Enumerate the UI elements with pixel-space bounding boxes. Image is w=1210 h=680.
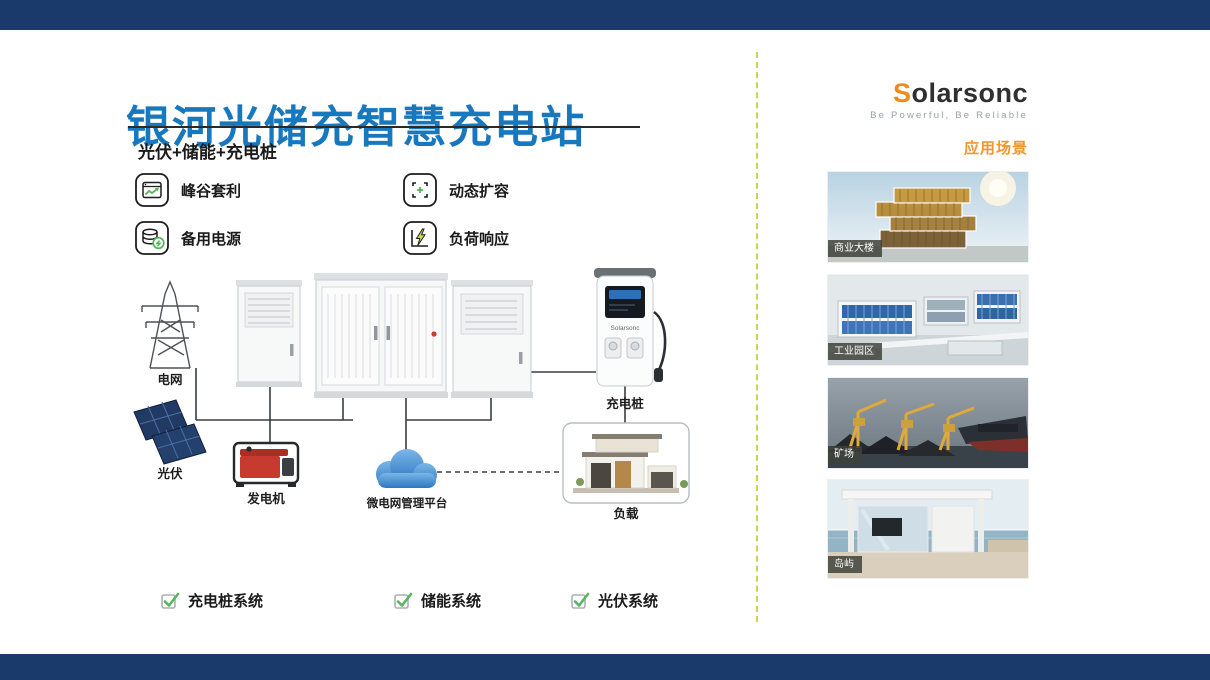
scenario-label-chip: 商业大楼	[828, 240, 882, 257]
scenarios-section-label: 应用场景	[963, 140, 1028, 157]
feature-dynamic-expansion: 动态扩容	[402, 172, 662, 208]
bottom-border-bar	[0, 654, 1210, 680]
dashed-divider	[756, 52, 758, 622]
storage-cabinet-small-right	[451, 280, 533, 398]
feature-load-response: 负荷响应	[402, 220, 662, 256]
load-label: 负载	[613, 506, 639, 521]
legend-storage-system: 储能系统	[393, 590, 481, 611]
power-grid-tower-illustration	[141, 280, 199, 369]
feature-peak-valley: 峰谷套利	[134, 172, 402, 208]
logo-first-letter: S	[892, 78, 912, 108]
pile-brand-text: Solarsonc	[611, 325, 641, 332]
system-diagram: 电网 光伏	[118, 260, 718, 555]
feature-label: 备用电源	[181, 230, 242, 248]
storage-cabinet-large-center	[314, 273, 448, 398]
load-response-icon	[403, 221, 437, 255]
brand-logo: Solarsonc	[828, 78, 1028, 109]
load-house-illustration	[562, 422, 690, 504]
scenario-card-industrial-park: 工业园区	[828, 275, 1028, 365]
legend-charging-system: 充电桩系统	[160, 590, 263, 611]
legend-label: 充电桩系统	[188, 593, 264, 610]
title-underline	[128, 126, 640, 128]
storage-cabinet-small-left	[236, 280, 302, 387]
generator-illustration	[232, 441, 300, 487]
feature-label: 峰谷套利	[181, 182, 242, 200]
scenario-label-chip: 矿场	[828, 446, 862, 463]
brand-tagline: Be Powerful, Be Reliable	[870, 110, 1028, 121]
logo-rest: olarsonc	[911, 78, 1028, 108]
check-box-icon	[571, 592, 590, 609]
legend-label: 光伏系统	[598, 593, 659, 610]
backup-power-icon	[135, 221, 169, 255]
page-subtitle: 光伏+储能+充电桩	[138, 143, 277, 162]
scenario-label-chip: 工业园区	[828, 343, 882, 360]
generator-label: 发电机	[246, 491, 285, 506]
pv-panels-illustration	[133, 399, 207, 465]
charger-label: 充电桩	[606, 396, 644, 411]
expand-icon	[403, 173, 437, 207]
feature-label: 动态扩容	[449, 182, 510, 200]
legend-label: 储能系统	[421, 593, 482, 610]
charging-pile-illustration: Solarsonc	[594, 268, 667, 387]
check-box-icon	[161, 592, 180, 609]
cloud-platform-illustration	[376, 449, 437, 488]
check-box-icon	[394, 592, 413, 609]
scenario-card-commercial-building: 商业大楼	[828, 172, 1028, 262]
feature-list: 峰谷套利 动态扩容 备用电源	[134, 172, 662, 256]
connection-lines	[195, 368, 626, 450]
pv-label: 光伏	[156, 466, 183, 481]
feature-label: 负荷响应	[449, 230, 510, 248]
chart-window-icon	[135, 173, 169, 207]
feature-backup-power: 备用电源	[134, 220, 402, 256]
scenario-card-island: 岛屿	[828, 480, 1028, 578]
grid-label: 电网	[157, 372, 182, 387]
legend-pv-system: 光伏系统	[570, 590, 658, 611]
scenario-label-chip: 岛屿	[828, 556, 862, 573]
top-border-bar	[0, 0, 1210, 30]
platform-label: 微电网管理平台	[366, 496, 448, 510]
scenario-card-mine: 矿场	[828, 378, 1028, 468]
